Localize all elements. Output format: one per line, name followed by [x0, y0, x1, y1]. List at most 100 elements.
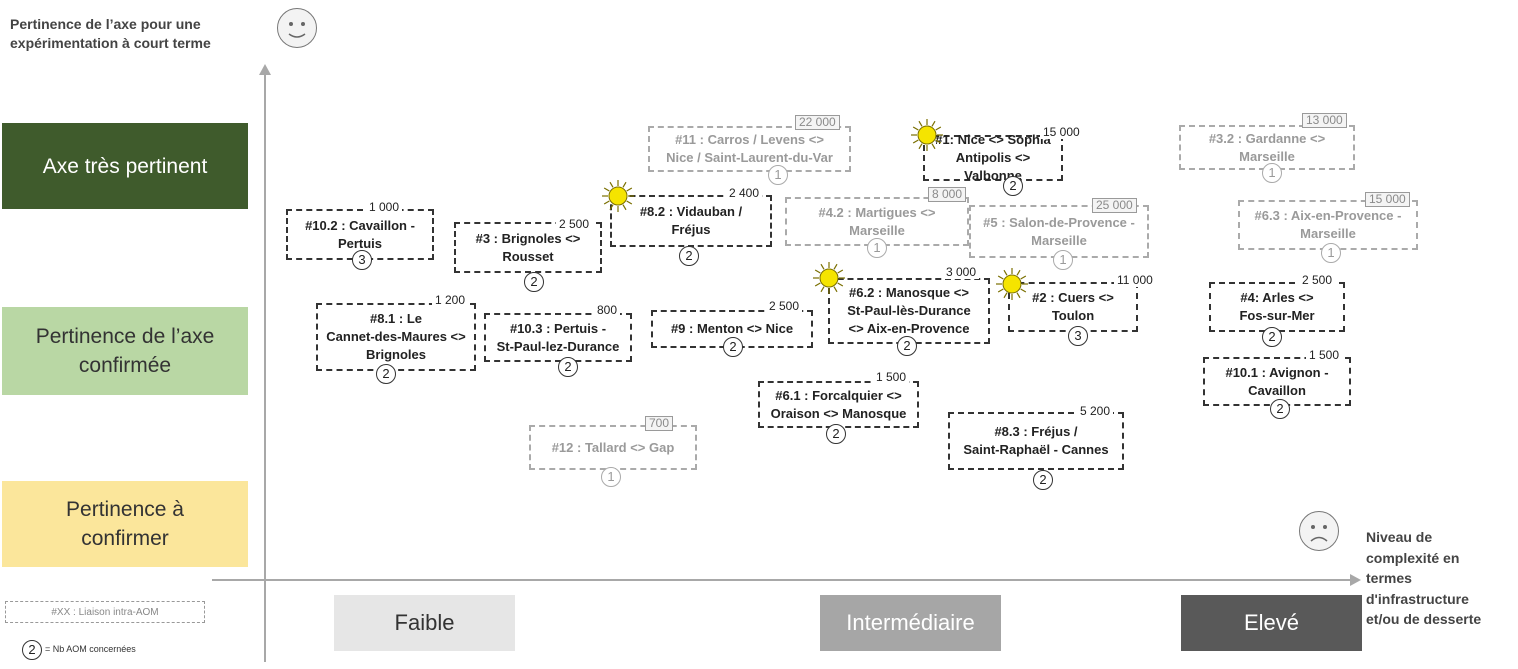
link-1-label-line-1: #11 : Carros / Levens <> [675, 132, 824, 147]
link-5-box: #3 : Brignoles <> Rousset [454, 222, 602, 273]
link-7-box: #4.2 : Martigues <>Marseille [785, 197, 969, 246]
link-7-aom-count: 1 [867, 238, 887, 258]
link-13-population: 3 000 [943, 266, 980, 279]
link-5-population: 2 500 [556, 218, 593, 231]
band-2-label-line-2: confirmée [78, 354, 172, 377]
x-axis-title: Niveau de complexité en termes d'infrast… [1366, 527, 1481, 630]
link-11-population: 800 [594, 304, 621, 317]
link-10-label-line-1: #8.1 : Le [369, 311, 423, 326]
link-8-aom-count: 1 [1053, 250, 1073, 270]
level-intermediaire: Intermédiaire [820, 595, 1001, 651]
link-17-label-line-2: Oraison <> Manosque [770, 405, 907, 421]
link-3-label-line-2: Marseille [1239, 148, 1295, 164]
link-19-aom-count: 2 [1033, 470, 1053, 490]
link-9-population: 15 000 [1365, 192, 1410, 207]
level-eleve: Elevé [1181, 595, 1362, 651]
link-17-aom-count: 2 [826, 424, 846, 444]
link-15-population: 2 500 [1299, 274, 1336, 287]
link-13-aom-count: 2 [897, 336, 917, 356]
link-13-label-line-3: <> Aix-en-Provence [848, 321, 970, 336]
band-pertinence-a-confirmer: Pertinence à confirmer [2, 481, 248, 567]
link-15-label-line-1: #4: Arles <> [1240, 290, 1314, 305]
link-11-label-line-1: #10.3 : Pertuis - [509, 320, 607, 336]
link-1-label-line-2: Nice / Saint-Laurent-du-Var [666, 150, 833, 165]
smiley-face-icon [277, 8, 317, 48]
link-10-label-line-3: Brignoles [366, 347, 426, 362]
link-7-population: 8 000 [928, 187, 967, 202]
link-3-aom-count: 1 [1262, 163, 1282, 183]
sun-icon [996, 268, 1028, 300]
link-1-box: #11 : Carros / Levens <> Nice / Saint-Lau… [648, 126, 851, 172]
x-axis-arrowhead [1350, 574, 1361, 586]
link-5-aom-count: 2 [524, 272, 544, 292]
link-2-label-line-1: #1: Nice <> Sophia [935, 132, 1051, 147]
band-2-label-line-1: Pertinence de l’axe [35, 325, 215, 348]
sun-icon [911, 119, 943, 151]
band-3-label-line-2: confirmer [81, 527, 169, 550]
link-15-aom-count: 2 [1262, 327, 1282, 347]
link-8-label-line-2: Marseille [1031, 232, 1087, 248]
link-12-population: 2 500 [766, 300, 803, 313]
link-14-label-line-2: Toulon [1051, 308, 1095, 323]
link-19-label-line-2: Saint-Raphaël - Cannes [963, 442, 1109, 457]
link-6-aom-count: 2 [679, 246, 699, 266]
legend-aom-label: = Nb AOM concernées [45, 644, 136, 654]
link-19-population: 5 200 [1077, 405, 1114, 418]
link-4-population: 1 000 [366, 201, 403, 214]
x-axis-title-line-5: et/ou de desserte [1366, 611, 1482, 627]
link-10-population: 1 200 [432, 294, 469, 307]
x-axis-title-line-1: Niveau de [1366, 529, 1433, 545]
sun-icon [602, 180, 634, 212]
sun-icon [813, 262, 845, 294]
link-4-aom-count: 3 [352, 250, 372, 270]
y-axis-arrowhead [259, 64, 271, 75]
link-10-aom-count: 2 [376, 364, 396, 384]
link-9-label-line-1: #6.3 : Aix-en-Provence - [1254, 208, 1402, 223]
x-axis-title-line-2: complexité en [1366, 549, 1460, 566]
x-axis-title-line-4: d'infrastructure [1366, 590, 1469, 607]
link-14-population: 11 000 [1114, 274, 1156, 287]
link-2-label-line-2: Antipolis <> Valbonne [955, 150, 1031, 183]
link-16-population: 1 500 [1306, 349, 1343, 362]
link-11-box: #10.3 : Pertuis - St-Paul-lez-Durance [484, 313, 632, 362]
link-11-label-line-2: St-Paul-lez-Durance [496, 338, 620, 354]
y-axis-title-line-1: Pertinence de l’axe pour une [10, 16, 201, 32]
link-6-population: 2 400 [726, 187, 763, 200]
link-13-label-line-2: St-Paul-lès-Durance [847, 303, 971, 318]
link-1-aom-count: 1 [768, 165, 788, 185]
band-axe-tres-pertinent: Axe très pertinent [2, 123, 248, 209]
link-13-box: #6.2 : Manosque <>St-Paul-lès-Durance<> … [828, 278, 990, 344]
link-9-label-line-2: Marseille [1300, 226, 1356, 241]
legend-intra-aom-box: #XX : Liaison intra-AOM [5, 601, 205, 623]
link-4-label-line-2: Pertuis [337, 235, 383, 251]
link-19-label-line-1: #8.3 : Fréjus / [994, 424, 1078, 439]
link-5-label-line-1: #3 : Brignoles <> [475, 230, 581, 246]
link-4-label-line-1: #10.2 : Cavaillon - [305, 217, 415, 233]
link-5-label-line-2: Rousset [502, 248, 554, 264]
link-6-label-line-1: #8.2 : Vidauban / [639, 204, 743, 219]
link-17-box: #6.1 : Forcalquier <> Oraison <> Manosque [758, 381, 919, 428]
link-11-aom-count: 2 [558, 357, 578, 377]
link-2-aom-count: 2 [1003, 176, 1023, 196]
link-14-aom-count: 3 [1068, 326, 1088, 346]
link-10-label-line-2: Cannet-des-Maures <> [326, 329, 466, 344]
link-6-label-line-2: Fréjus [671, 222, 711, 237]
link-12-label-line-1: #9 : Menton <> Nice [670, 321, 794, 336]
link-15-label-line-2: Fos-sur-Mer [1239, 308, 1315, 323]
y-axis-title: Pertinence de l’axe pour une expérimenta… [10, 15, 211, 53]
link-18-aom-count: 1 [601, 467, 621, 487]
link-14-label-line-1: #2 : Cuers <> [1032, 290, 1114, 305]
link-9-box: #6.3 : Aix-en-Provence - Marseille [1238, 200, 1418, 250]
link-14-box: #2 : Cuers <> Toulon [1008, 282, 1138, 332]
band-pertinence-confirmee: Pertinence de l’axe confirmée [2, 307, 248, 395]
link-17-label-line-1: #6.1 : Forcalquier <> [775, 387, 902, 403]
sad-face-icon [1299, 511, 1339, 551]
link-8-label-line-1: #5 : Salon-de-Provence - [983, 214, 1135, 230]
y-axis-line [264, 72, 266, 662]
link-10-box: #8.1 : Le Cannet-des-Maures <> Brignoles [316, 303, 476, 371]
link-2-population: 15 000 [1040, 126, 1083, 139]
band-3-label-line-1: Pertinence à [66, 498, 184, 521]
link-18-population: 700 [645, 416, 674, 431]
link-9-aom-count: 1 [1321, 243, 1341, 263]
